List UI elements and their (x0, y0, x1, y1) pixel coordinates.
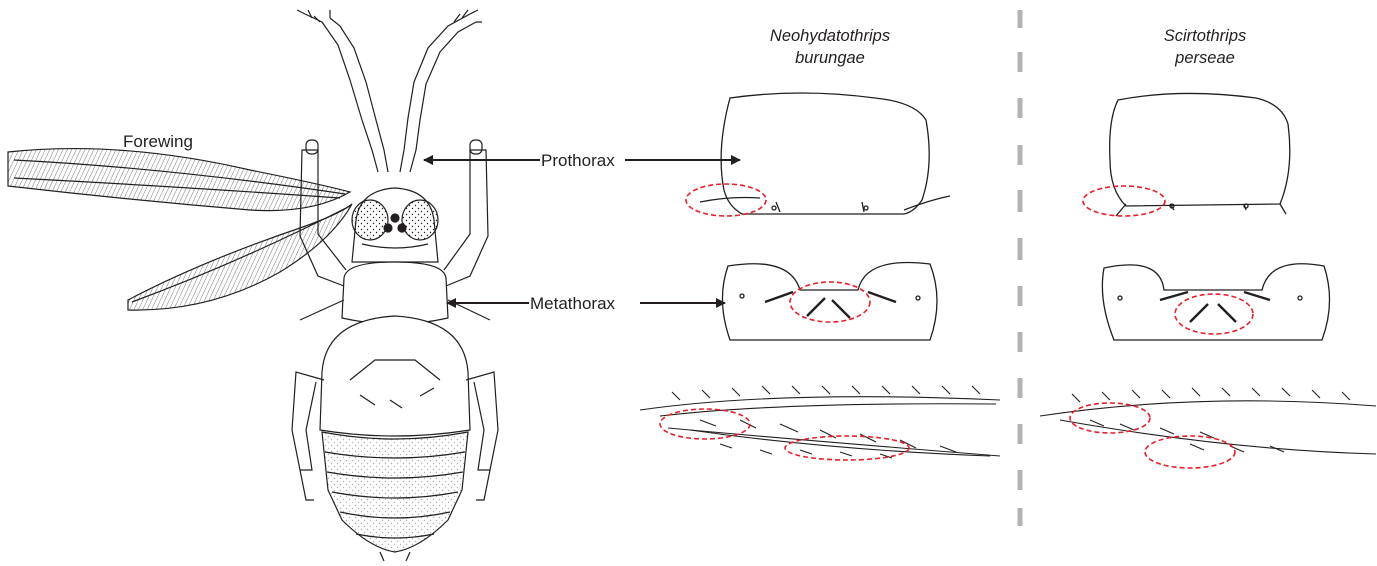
scirtothrips-prothorax (1110, 93, 1290, 216)
compound-eye-right (402, 200, 438, 240)
highlight-forewing-setae-scirtothrips-2 (1145, 436, 1235, 468)
scirtothrips-forewing (1040, 388, 1376, 454)
prothorax-label: Prothorax (541, 151, 615, 171)
forewing-drawing (8, 149, 350, 211)
species-genus: Neohydatothrips (735, 25, 925, 47)
prothorax-body (342, 262, 448, 324)
pterothorax (320, 316, 470, 436)
metathorax-label: Metathorax (530, 294, 615, 314)
species-title-neohydatothrips: Neohydatothrips burungae (735, 25, 925, 69)
thrips-drawing (8, 10, 498, 561)
neohydatothrips-prothorax (700, 93, 950, 214)
antenna-left (297, 10, 388, 172)
abdomen (322, 432, 468, 552)
species-epithet: perseae (1120, 47, 1290, 69)
species-epithet: burungae (735, 47, 925, 69)
species-title-scirtothrips: Scirtothrips perseae (1120, 25, 1290, 69)
compound-eye-left (352, 200, 388, 240)
highlight-prothorax-setae-neohydatothrips (686, 184, 766, 216)
highlight-forewing-setae-neohydatothrips-1 (660, 409, 750, 439)
neohydatothrips-metathorax (722, 262, 937, 340)
forewing-label: Forewing (123, 132, 193, 152)
species-genus: Scirtothrips (1120, 25, 1290, 47)
highlight-prothorax-setae-scirtothrips (1083, 186, 1165, 216)
highlight-ellipses (660, 184, 1253, 468)
scirtothrips-metathorax (1102, 264, 1329, 340)
highlight-metathorax-setae-scirtothrips (1175, 294, 1253, 334)
neohydatothrips-forewing (640, 386, 1000, 458)
